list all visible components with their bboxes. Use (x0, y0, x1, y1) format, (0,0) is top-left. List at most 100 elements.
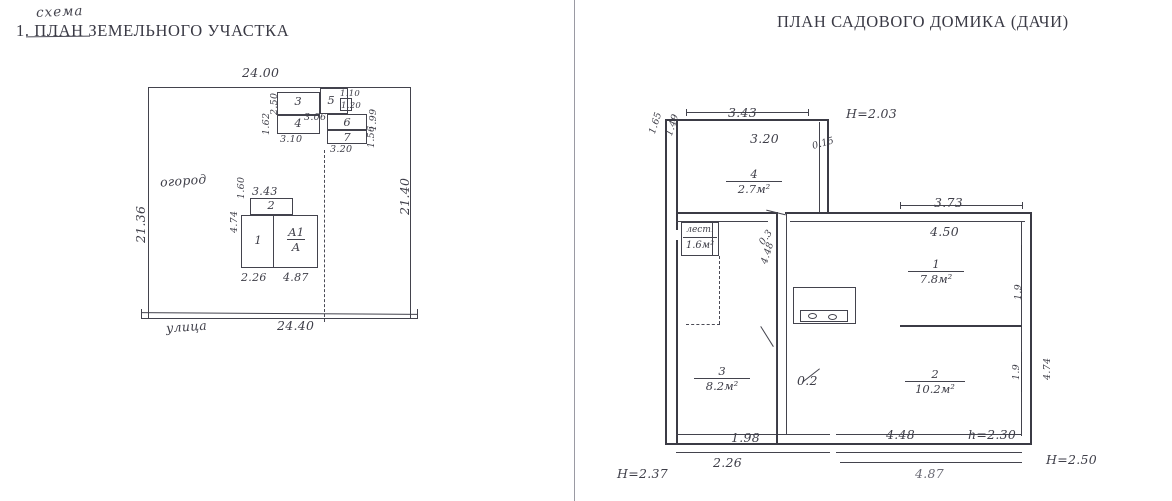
left-plan-axis-dashed (324, 150, 325, 322)
dimline-right-top (900, 205, 1022, 207)
wall-right-inner (1021, 221, 1023, 436)
dim-right-block-top-b: 4.50 (930, 224, 960, 239)
street-tick-left (141, 309, 143, 319)
wall-upper-right-return (827, 119, 829, 212)
dim-house-bottom-a: 2.26 (241, 271, 267, 284)
partition-middle (776, 212, 778, 443)
dim-bottom-c: 4.87 (915, 466, 945, 481)
left-room-4-box (277, 115, 320, 134)
street-line (140, 312, 419, 315)
left-room-6-box (327, 114, 367, 130)
left-house-box (241, 215, 318, 268)
staircase-dashed-right (719, 256, 720, 324)
wall-left-lower (665, 230, 667, 445)
dim-parcel-bottom: 24.40 (277, 318, 315, 333)
dimtick-top-a-l (686, 109, 688, 116)
height-top-right: H=2.03 (846, 106, 898, 121)
wall-bottom-left-inner (676, 434, 830, 436)
dim-room3-a: 1.98 (731, 430, 761, 445)
garden-label: огород (159, 171, 208, 190)
dim-upper-bottom: 3.10 (280, 134, 303, 145)
left-room-2-box (250, 198, 293, 215)
room-3-label: 3 8.2м² (694, 365, 750, 393)
wall-left-upper (665, 119, 667, 230)
room-1-label: 1 7.8м² (908, 258, 964, 286)
dim-house-bottom-b: 4.87 (283, 271, 309, 284)
wall-left-lower-inner (676, 240, 678, 445)
partition-room4-bottom-inner (676, 221, 768, 223)
dim-right-top-a: 3.43 (728, 105, 758, 120)
parcel-bottom-edge (141, 318, 418, 320)
parcel-right-edge (410, 87, 412, 318)
dim-annex-bottom: 3.20 (330, 144, 353, 155)
left-room-7-box (327, 130, 367, 144)
dim-right-side-b: 4.74 (1042, 357, 1053, 380)
stove-plate (800, 310, 848, 322)
street-label: улица (165, 317, 208, 336)
stove-burner-right (828, 314, 837, 320)
dim-upper-small-a: 1.10 (340, 89, 361, 99)
dim-parcel-left: 21.36 (133, 205, 148, 243)
sheet-divider (574, 0, 576, 501)
left-room-5-label: 5 (327, 93, 335, 107)
stove-box (793, 287, 856, 324)
dim-room3-b: 0.2 (797, 373, 818, 388)
height-bottom-left: H=2.37 (617, 466, 669, 481)
dim-right-block-top-a: 3.73 (934, 195, 964, 210)
wall-top-notch (819, 119, 828, 121)
dim-parcel-right: 21.40 (397, 177, 412, 215)
left-house-partition (273, 215, 275, 268)
dim-house-left: 4.74 (229, 210, 240, 233)
wall-upper-right-inner (819, 122, 821, 212)
dimline-bottom-c (840, 462, 1022, 464)
room-4-label: 4 2.7м² (726, 168, 782, 196)
dimtick-right-top-r (1022, 202, 1024, 209)
parcel-top-edge (148, 87, 411, 89)
window-top-left (686, 119, 808, 121)
height-bottom-right: H=2.50 (1046, 452, 1098, 467)
staircase-step-1 (712, 222, 714, 256)
left-building-code-label: А1 А (287, 225, 305, 255)
left-room-3-box (277, 92, 320, 115)
height-room-2: h=2.30 (968, 427, 1017, 442)
dim-right-top-c: 0.15 (810, 135, 836, 152)
dim-right-side-a: 1.9 (1013, 283, 1024, 300)
dim-upper-left-b: 1.62 (261, 112, 272, 135)
left-room-7-label: 7 (343, 130, 351, 144)
dimtick-top-a-r (808, 109, 810, 116)
wall-bottom-right (830, 443, 1030, 445)
dim-bottom-b: 4.48 (886, 427, 916, 442)
dimtick-right-top-l (900, 202, 902, 209)
staircase-dashed-bottom (686, 324, 720, 325)
wall-top-right-block (785, 212, 1030, 214)
door-swing-room3 (760, 326, 774, 348)
dim-upper-left-a: 2.50 (269, 92, 280, 115)
stove-burner-left (808, 313, 817, 319)
wall-bottom-right-inner (836, 434, 1022, 436)
dim-right-top-b: 3.20 (750, 131, 780, 146)
left-small-annex-box (340, 98, 352, 111)
dimline-bottom-b (836, 452, 1022, 454)
wall-top-right-inner (790, 221, 1025, 223)
dim-right-left-b: 1.49 (664, 112, 682, 138)
wall-left-upper-inner (676, 119, 678, 230)
dimline-top-a (686, 112, 808, 114)
staircase-box (681, 222, 719, 256)
dim-parcel-top: 24.00 (242, 65, 280, 80)
dim-upper-small-b: 1.20 (341, 101, 362, 111)
dimline-bottom-a (676, 452, 830, 454)
dim-house-left-top: 1.60 (236, 176, 247, 199)
wall-right-outer (1030, 212, 1032, 445)
wall-bottom-left (665, 443, 830, 445)
room-2-label: 2 10.2м² (905, 368, 965, 396)
dim-right-left-a: 1.65 (647, 110, 665, 136)
window-right-lower (1021, 352, 1023, 392)
left-room-2-label: 2 (267, 198, 275, 212)
dim-house-top: 3.43 (252, 185, 278, 198)
left-room-6-label: 6 (343, 115, 351, 129)
left-plan-title: 1. ПЛАН ЗЕМЕЛЬНОГО УЧАСТКА (16, 21, 290, 40)
dim-annex-right-b: 1.56 (366, 125, 377, 148)
dim-right-side-c: 1.9 (1011, 363, 1022, 380)
street-tick-right (417, 309, 419, 319)
